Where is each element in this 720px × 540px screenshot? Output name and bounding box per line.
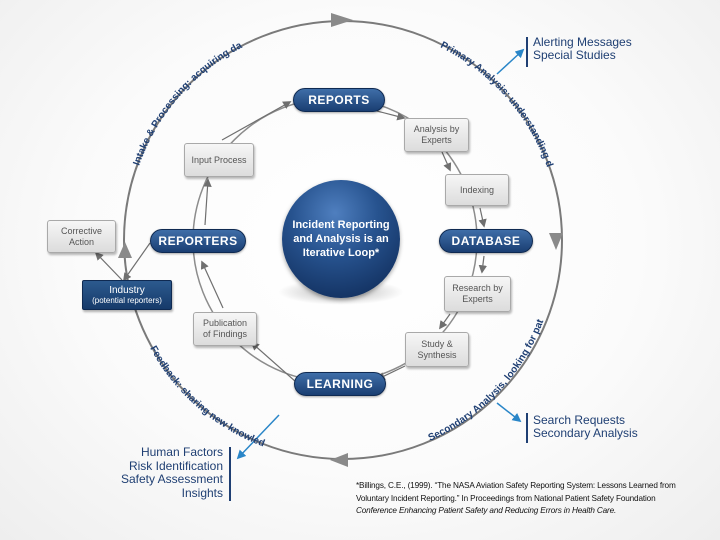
outer-ring-arrow-top [331,13,353,27]
arrow-indexing-to-database [478,207,487,228]
human-factors-line: Risk Identification [128,458,223,473]
research-by-experts-box: Research by Experts [444,276,511,312]
citation: *Billings, C.E., (1999). “The NASA Aviat… [356,480,676,518]
learning-node: LEARNING [294,372,386,396]
industry-title: Industry [109,285,145,296]
center-label: Incident Reporting and Analysis is an It… [276,218,406,260]
industry-box: Industry (potential reporters) [82,280,172,310]
center-label-line: Incident Reporting [292,219,390,231]
human-factors-bar [229,447,231,501]
arc-label-feedback: Feedback: sharing new knowledge [0,0,266,449]
alerting-line: Alerting Messages [533,35,632,49]
box-label-line: Study & [421,338,453,349]
box-label-line: Research by [452,283,503,293]
arrow-publication-to-reporters [200,260,224,309]
arrow-research-to-study [439,313,451,330]
box-label-line: Synthesis [417,349,457,360]
outer-ring-arrow-bottom [330,453,348,467]
search-bar [526,413,528,443]
arrow-input-to-reports [221,101,292,141]
center-label-line: and Analysis is an [293,233,389,245]
arc-label-feedback-text: Feedback: sharing new knowledge [0,0,266,449]
search-output-label: Search Requests Secondary Analysis [533,414,638,440]
industry-subtitle: (potential reporters) [92,296,162,305]
arrow-learning-to-publication [250,341,297,383]
human-factors-output-label: Human Factors Risk Identification Safety… [104,445,223,500]
search-line: Search Requests [533,413,626,427]
analysis-by-experts-box: Analysis by Experts [404,118,469,152]
input-process-box: Input Process [184,143,254,177]
database-node: DATABASE [439,229,533,253]
arrow-industry-to-corrective [94,251,123,281]
citation-line: Conference Enhancing Patient Safety and … [356,506,617,515]
study-synthesis-box: Study & Synthesis [405,332,469,367]
human-factors-line: Safety Assessment [120,472,223,486]
arrow-analysis-to-indexing [441,151,452,172]
box-label-line: Experts [421,135,452,145]
center-sphere [282,180,400,298]
arc-label-primary-text: Primary Analysis: understanding data [0,0,555,169]
box-label-line: Analysis by [413,124,460,134]
box-label-line: Indexing [459,184,495,195]
arc-label-intake-text: Intake & Processing: acquiring data [0,0,244,167]
arrow-reporters-to-input [203,178,212,226]
arrow-to-search [496,402,522,423]
box-label-line: Corrective [60,225,102,236]
alerting-output-label: Alerting Messages Special Studies [533,36,632,62]
arrow-to-alerting [496,48,525,75]
human-factors-line: Insights [181,485,223,500]
reports-node: REPORTS [293,88,385,112]
arrow-database-to-research [478,255,488,274]
indexing-box: Indexing [445,174,509,206]
citation-line: *Billings, C.E., (1999). “The NASA Aviat… [356,481,676,490]
alerting-bar [526,37,528,67]
outer-ring-arrow-left [118,242,132,258]
publication-of-findings-box: Publication of Findings [193,312,257,346]
corrective-action-box: Corrective Action [47,220,116,253]
box-label-line: Publication [202,318,248,328]
human-factors-line: Human Factors [140,445,223,459]
outer-ring-arrow-right [549,233,563,250]
box-label-line: Experts [462,294,493,304]
box-label-line: Input Process [191,154,247,165]
box-label-line: Action [68,236,94,247]
box-label-line: of Findings [202,329,248,339]
citation-line: Voluntary Incident Reporting.” In Procee… [356,493,656,503]
arrow-reporters-to-industry [123,242,151,282]
arrow-to-human-factors [236,414,280,460]
arc-label-primary: Primary Analysis: understanding data [0,0,555,169]
alerting-line: Special Studies [533,48,616,62]
reporters-node: REPORTERS [150,229,246,253]
arrow-reports-to-analysis [372,109,406,121]
search-line: Secondary Analysis [533,426,638,440]
arc-label-intake: Intake & Processing: acquiring data [0,0,244,167]
center-label-line: Iterative Loop* [302,247,380,259]
